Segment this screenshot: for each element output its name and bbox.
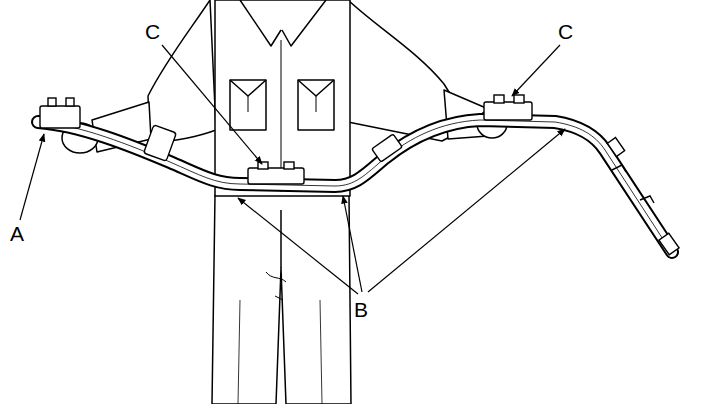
callout-letter: B xyxy=(352,298,370,321)
leader-lines xyxy=(20,45,565,294)
callout-letter: A xyxy=(8,222,26,245)
callout-letter: C xyxy=(143,20,162,43)
technician-figure xyxy=(62,0,507,404)
curtain-airbag xyxy=(38,95,679,255)
callout-letter: C xyxy=(556,20,575,43)
